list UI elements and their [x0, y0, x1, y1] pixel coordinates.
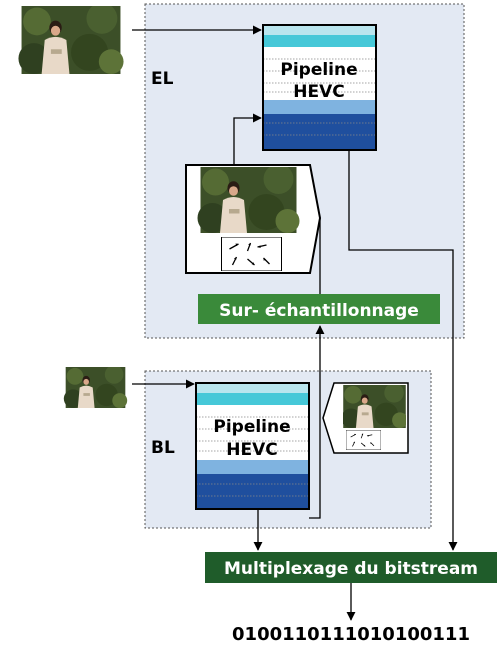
- base-layer-label: BL: [151, 438, 175, 458]
- bl-reference-image: [343, 385, 406, 428]
- bl-hevc-pipeline: Pipeline HEVC: [195, 382, 310, 510]
- bl-reference-frame: [322, 382, 409, 454]
- el-motion-vectors-icon: [221, 237, 282, 271]
- multiplex-block: Multiplexage du bitstream: [205, 552, 497, 583]
- bl-pipeline-line2: HEVC: [226, 440, 277, 460]
- bitstream-bits: 0100110111010100111: [232, 624, 470, 645]
- el-input-image: [18, 6, 124, 74]
- el-reference-frame: [185, 164, 322, 274]
- el-reference-image: [197, 167, 300, 233]
- upsampling-block: Sur- échantillonnage: [198, 294, 440, 324]
- el-pipeline-line1: Pipeline: [280, 60, 357, 80]
- bl-input-image: [63, 367, 128, 408]
- enhancement-layer-label: EL: [151, 69, 174, 89]
- bl-motion-vectors-icon: [346, 430, 381, 450]
- el-hevc-pipeline: Pipeline HEVC: [262, 24, 377, 151]
- el-pipeline-line2: HEVC: [293, 82, 344, 102]
- bl-pipeline-line1: Pipeline: [213, 417, 290, 437]
- multiplex-label: Multiplexage du bitstream: [224, 559, 478, 579]
- upsampling-label: Sur- échantillonnage: [219, 301, 419, 321]
